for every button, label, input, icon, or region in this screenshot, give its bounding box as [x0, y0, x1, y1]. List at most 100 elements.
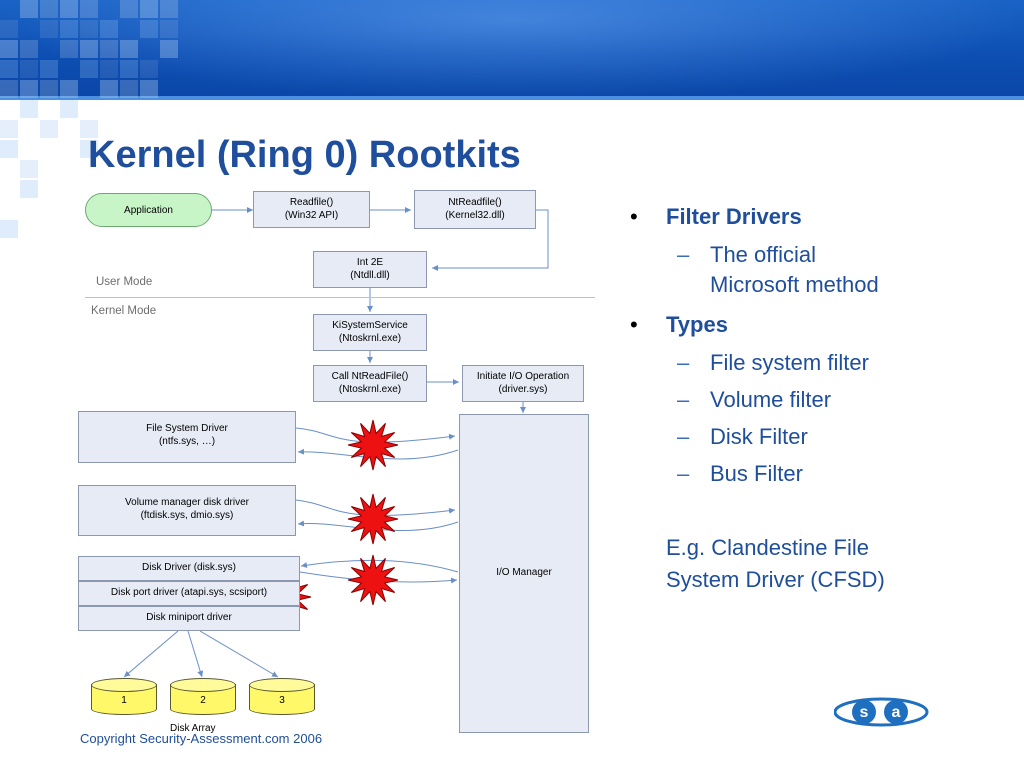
bullet-filter-drivers-label: Filter Drivers: [666, 204, 802, 229]
disk-2-label: 2: [200, 695, 206, 706]
decorative-tile: [0, 180, 18, 198]
node-io-manager: I/O Manager: [459, 414, 589, 733]
decorative-tile: [160, 0, 178, 18]
decorative-tile: [40, 160, 58, 178]
node-kisystemservice: KiSystemService (Ntoskrnl.exe): [313, 314, 427, 351]
decorative-tile: [0, 80, 18, 98]
header-banner: [0, 0, 1024, 100]
bullet-types: • Types: [622, 310, 1022, 340]
sub-bullet-disk-filter-label: Disk Filter: [710, 424, 808, 449]
node-io-manager-label: I/O Manager: [496, 567, 552, 579]
decorative-tile: [60, 40, 78, 58]
sub-bullet-disk-filter: –Disk Filter: [622, 422, 1022, 452]
example-line1: E.g. Clandestine File: [666, 535, 869, 560]
node-fsd-line2: (ntfs.sys, …): [158, 435, 216, 447]
node-volume-line1: Volume manager disk driver: [125, 497, 249, 508]
decorative-tile: [160, 40, 178, 58]
sub-bullet-bus-filter: –Bus Filter: [622, 459, 1022, 489]
sub-bullet-volume-filter: –Volume filter: [622, 385, 1022, 415]
decorative-tile: [60, 100, 78, 118]
decorative-tile: [20, 40, 38, 58]
node-file-system-driver: File System Driver (ntfs.sys, …): [78, 411, 296, 463]
example-line2: System Driver (CFSD): [666, 567, 885, 592]
decorative-tile: [40, 180, 58, 198]
dash-icon: –: [677, 424, 690, 449]
decorative-tile: [80, 100, 98, 118]
node-int2e: Int 2E (Ntdll.dll): [313, 251, 427, 288]
decorative-tile: [80, 20, 98, 38]
arrow-disk2: [187, 630, 204, 678]
node-kisystemservice-line2: (Ntoskrnl.exe): [338, 332, 402, 344]
sub-bullet-volume-filter-label: Volume filter: [710, 387, 832, 412]
mode-divider: [85, 297, 595, 298]
node-ntreadfile-line1: NtReadfile(): [448, 197, 502, 208]
decorative-tile: [40, 20, 58, 38]
sub-bullet-bus-filter-label: Bus Filter: [710, 461, 803, 486]
decorative-tile: [80, 0, 98, 18]
bullet-types-label: Types: [666, 312, 728, 337]
decorative-tile: [60, 140, 78, 158]
decorative-tile: [20, 140, 38, 158]
decorative-tile: [0, 60, 18, 78]
logo-letter-s: s: [860, 704, 869, 721]
decorative-tile: [100, 120, 118, 138]
node-call-ntreadfile: Call NtReadFile() (Ntoskrnl.exe): [313, 365, 427, 402]
disk-array-label: Disk Array: [170, 723, 216, 734]
disk-3-label: 3: [279, 695, 285, 706]
arrow-ntreadfile-int2e: [432, 209, 549, 271]
header-banner-glow: [0, 0, 1024, 100]
decorative-tile: [80, 40, 98, 58]
disk-cylinder-icon: 1: [91, 678, 157, 716]
kernel-mode-label: Kernel Mode: [91, 305, 157, 317]
decorative-tile: [140, 80, 158, 98]
decorative-tile: [100, 60, 118, 78]
company-logo: s a: [834, 697, 929, 727]
decorative-tile: [80, 60, 98, 78]
node-disk-driver: Disk Driver (disk.sys): [78, 556, 300, 581]
decorative-tile: [80, 140, 98, 158]
disk-cylinder-icon: 3: [249, 678, 315, 716]
starburst-icon: [347, 493, 399, 545]
node-call-ntreadfile-line1: Call NtReadFile(): [331, 371, 409, 382]
decorative-tile: [80, 120, 98, 138]
decorative-tile: [40, 100, 58, 118]
node-disk-port-driver: Disk port driver (atapi.sys, scsiport): [78, 581, 300, 606]
node-readfile-line1: Readfile(): [289, 197, 334, 208]
node-call-ntreadfile-line2: (Ntoskrnl.exe): [338, 383, 402, 395]
decorative-tile: [60, 0, 78, 18]
decorative-tile: [140, 60, 158, 78]
decorative-tile: [60, 20, 78, 38]
decorative-tile: [60, 80, 78, 98]
copyright-footer: Copyright Security-Assessment.com 2006: [80, 731, 323, 746]
dash-icon: –: [677, 350, 690, 375]
sub-bullet-official-line1: The official: [710, 242, 816, 267]
decorative-tile: [0, 140, 18, 158]
sub-bullet-fs-filter-label: File system filter: [710, 350, 869, 375]
example-text: E.g. Clandestine File System Driver (CFS…: [666, 532, 885, 596]
decorative-tile: [140, 20, 158, 38]
node-disk-miniport-label: Disk miniport driver: [146, 612, 232, 624]
logo-letter-a: a: [892, 704, 901, 721]
decorative-tile: [160, 20, 178, 38]
node-volume-line2: (ftdisk.sys, dmio.sys): [140, 509, 234, 521]
decorative-tile: [100, 80, 118, 98]
header-banner-line: [0, 96, 1024, 100]
starburst-icon: [347, 554, 399, 606]
decorative-tile: [20, 180, 38, 198]
decorative-tile: [120, 0, 138, 18]
arrow-disk1: [123, 630, 179, 678]
bullet-dot-icon: •: [630, 312, 638, 337]
node-kisystemservice-line1: KiSystemService: [332, 320, 408, 331]
decorative-tile: [120, 80, 138, 98]
decorative-tile: [40, 60, 58, 78]
decorative-tile: [100, 20, 118, 38]
user-mode-label: User Mode: [96, 276, 153, 288]
decorative-tile: [0, 160, 18, 178]
node-fsd-line1: File System Driver: [146, 423, 228, 434]
decorative-tile: [120, 40, 138, 58]
decorative-tiles: [0, 0, 200, 260]
dash-icon: –: [677, 387, 690, 412]
slide-title: Kernel (Ring 0) Rootkits: [88, 134, 521, 176]
arrow-fsd-io: [295, 427, 456, 443]
